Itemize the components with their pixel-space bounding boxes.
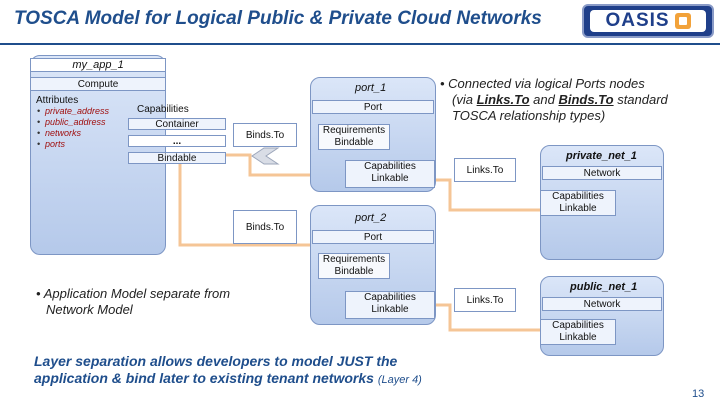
port-1-capabilities-linkable: Linkable	[371, 173, 409, 184]
port-2-requirements: Requirements Bindable	[318, 253, 390, 279]
app-name-bar: my_app_1	[30, 58, 166, 72]
capabilities-label: Capabilities	[137, 104, 189, 115]
public-net-type: Network	[583, 298, 621, 310]
links-to-label-1: Links.To	[466, 164, 504, 176]
port-2-capabilities-label: Capabilities	[364, 292, 416, 303]
binds-to-box-1: Binds.To	[233, 123, 297, 147]
public-net-capabilities: Capabilities Linkable	[540, 319, 616, 345]
footer-line-1: Layer separation allows developers to mo…	[34, 353, 398, 369]
note-separate: • Application Model separate from Networ…	[36, 286, 276, 318]
attribute-item: private_address	[37, 106, 126, 117]
binds-to-label-1: Binds.To	[245, 129, 285, 141]
bullet-dot-icon: •	[36, 286, 44, 301]
footer-line-2-small: (Layer 4)	[377, 374, 422, 386]
container-bar: Container	[128, 118, 226, 130]
note-connected-line-3: TOSCA relationship types)	[452, 108, 606, 123]
logo-text: OASIS	[605, 10, 670, 31]
compute-label: Compute	[77, 78, 119, 90]
note-connected-l2-pre: (via	[452, 92, 477, 107]
attributes-block: Attributes private_address public_addres…	[36, 95, 126, 150]
port-1-requirements: Requirements Bindable	[318, 124, 390, 150]
attribute-item: networks	[37, 128, 126, 139]
private-net-name: private_net_1	[566, 150, 637, 162]
private-net-type: Network	[583, 167, 621, 179]
attributes-list: private_address public_address networks …	[36, 106, 126, 150]
port-1-name: port_1	[355, 82, 387, 94]
public-net-capabilities-linkable: Linkable	[559, 332, 597, 343]
bindable-bar: Bindable	[128, 152, 226, 164]
note-connected-line-1: Connected via logical Ports nodes	[448, 76, 645, 91]
oasis-logo: OASIS	[582, 4, 714, 38]
app-name: my_app_1	[72, 59, 124, 71]
oasis-mark-icon	[674, 13, 691, 29]
public-net-name: public_net_1	[570, 281, 638, 293]
port-1-type: Port	[363, 101, 383, 113]
ellipsis-bar: ...	[128, 135, 226, 147]
page-number: 13	[692, 388, 705, 400]
bullet-dot-icon: •	[440, 76, 449, 91]
note-separate-line-1: Application Model separate from	[43, 286, 231, 301]
note-separate-line-2: Network Model	[46, 302, 133, 317]
port-2-name: port_2	[355, 212, 387, 224]
private-net-capabilities-linkable: Linkable	[559, 203, 597, 214]
private-net-capabilities: Capabilities Linkable	[540, 190, 616, 216]
links-to-box-1: Links.To	[454, 158, 516, 182]
note-connected-links-to: Links.To	[476, 92, 530, 107]
port-2-capabilities-linkable: Linkable	[371, 304, 409, 315]
port-2-type-bar: Port	[312, 230, 434, 244]
port-1-requirements-bindable: Bindable	[334, 137, 374, 148]
footer-line-2: application & bind later to existing ten…	[34, 370, 374, 386]
port-1-type-bar: Port	[312, 100, 434, 114]
attributes-label: Attributes	[36, 95, 79, 106]
port-2-requirements-label: Requirements	[322, 254, 386, 265]
note-connected: • Connected via logical Ports nodes (via…	[440, 76, 710, 124]
title-divider	[0, 43, 720, 45]
port-1-capabilities-label: Capabilities	[364, 161, 416, 172]
port-2-capabilities: Capabilities Linkable	[345, 291, 435, 319]
note-connected-binds-to: Binds.To	[558, 92, 614, 107]
chevron-bindable-icon	[251, 147, 280, 165]
port-1-capabilities: Capabilities Linkable	[345, 160, 435, 188]
slide-title: TOSCA Model for Logical Public & Private…	[14, 8, 542, 29]
container-label: Container	[155, 118, 199, 130]
private-net-type-bar: Network	[542, 166, 662, 180]
attribute-item: public_address	[37, 117, 126, 128]
port-1-requirements-label: Requirements	[322, 125, 386, 136]
private-net-capabilities-label: Capabilities	[552, 191, 604, 202]
compute-bar: Compute	[30, 77, 166, 91]
note-connected-l2-mid: and	[529, 92, 559, 107]
port-2-type: Port	[363, 231, 383, 243]
links-to-label-2: Links.To	[466, 294, 504, 306]
note-connected-l2-post: standard	[613, 92, 668, 107]
binds-to-label-2: Binds.To	[245, 221, 285, 233]
footer-note: Layer separation allows developers to mo…	[34, 353, 534, 389]
ellipsis-label: ...	[172, 135, 182, 147]
bindable-label: Bindable	[157, 152, 197, 164]
public-net-capabilities-label: Capabilities	[552, 320, 604, 331]
port-2-requirements-bindable: Bindable	[334, 266, 374, 277]
binds-to-box-2: Binds.To	[233, 210, 297, 244]
public-net-type-bar: Network	[542, 297, 662, 311]
links-to-box-2: Links.To	[454, 288, 516, 312]
attribute-item: ports	[37, 139, 126, 150]
